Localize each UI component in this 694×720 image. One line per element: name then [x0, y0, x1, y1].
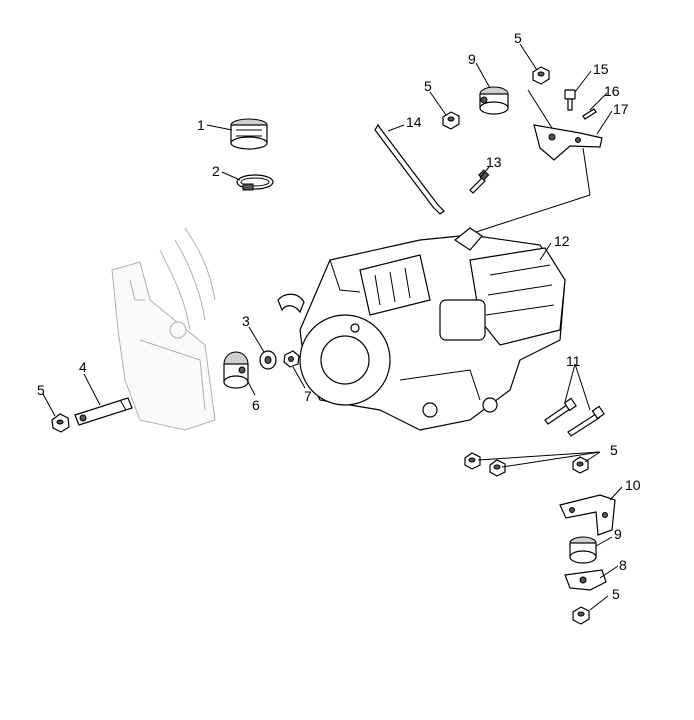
callout-5-bottom: 5 — [612, 586, 620, 602]
part-5-nut-lower-3 — [572, 456, 589, 474]
part-1-boot — [230, 118, 268, 150]
callout-15: 15 — [593, 61, 609, 77]
callout-3: 3 — [242, 313, 250, 329]
callout-5-top-right: 5 — [514, 30, 522, 46]
part-15-bolt — [564, 89, 576, 111]
part-4-spacer-bar — [74, 397, 133, 426]
callout-17: 17 — [613, 101, 629, 117]
callout-9-top: 9 — [468, 51, 476, 67]
callout-5-top-middle: 5 — [424, 78, 432, 94]
engine-assembly — [277, 227, 566, 431]
part-3-washer — [259, 350, 277, 370]
part-13-screw — [469, 169, 490, 194]
part-9-rubber-mount-bottom — [569, 536, 597, 564]
callout-2: 2 — [212, 163, 220, 179]
part-8-lower-plate — [564, 569, 607, 591]
part-14-rod — [374, 123, 445, 215]
part-11-bolt-2 — [567, 405, 605, 437]
part-5-nut-lower-2 — [489, 459, 506, 477]
part-5-nut-lower-1 — [464, 452, 481, 470]
part-6-bushing — [223, 351, 249, 389]
part-9-rubber-mount-top — [479, 86, 509, 115]
callout-14: 14 — [406, 114, 422, 130]
part-5-nut-top-middle — [442, 111, 460, 130]
callout-6: 6 — [252, 397, 260, 413]
leader-lines — [42, 43, 623, 611]
part-5-nut-bottom — [572, 606, 590, 625]
callout-9-bottom: 9 — [614, 526, 622, 542]
part-11-bolt-1 — [544, 397, 577, 425]
part-17-upper-bracket — [533, 124, 603, 161]
callout-11: 11 — [566, 353, 581, 369]
callout-1: 1 — [197, 117, 205, 133]
part-7-nut — [283, 350, 300, 368]
callout-8: 8 — [619, 557, 627, 573]
callout-5-left: 5 — [37, 382, 45, 398]
part-16-pin — [582, 108, 597, 120]
callout-10: 10 — [625, 477, 641, 493]
callout-16: 16 — [604, 83, 620, 99]
part-5-nut-left — [51, 413, 70, 433]
callout-12: 12 — [554, 233, 570, 249]
callout-4: 4 — [79, 359, 87, 375]
part-10-bracket — [559, 494, 616, 536]
callout-labels: 1 2 3 4 5 5 5 5 5 5 6 7 8 9 9 10 11 12 1… — [37, 30, 641, 602]
callout-13: 13 — [486, 154, 502, 170]
part-2-hose-clamp — [236, 174, 274, 191]
frame-outline — [111, 227, 216, 431]
callout-7: 7 — [304, 388, 312, 404]
part-5-nut-top-right — [532, 66, 550, 85]
callout-5-lower: 5 — [610, 442, 618, 458]
